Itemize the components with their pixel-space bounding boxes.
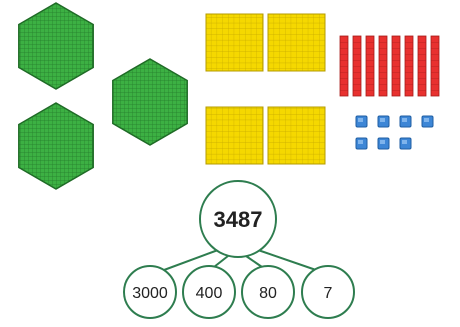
connector-line bbox=[246, 256, 262, 267]
ten-rod bbox=[366, 36, 374, 96]
thousand-blocks bbox=[19, 3, 187, 189]
thousand-block bbox=[19, 3, 93, 89]
part-hundreds: 400 bbox=[196, 285, 223, 302]
hundred-flat bbox=[268, 14, 325, 71]
ten-rod bbox=[353, 36, 361, 96]
one-cubes bbox=[356, 116, 433, 149]
part-whole-model: 3487 3000 400 80 7 bbox=[124, 181, 354, 318]
ten-rod bbox=[392, 36, 400, 96]
thousand-block bbox=[19, 103, 93, 189]
part-ones: 7 bbox=[324, 285, 333, 302]
hundred-flats bbox=[206, 14, 325, 164]
one-cube bbox=[400, 138, 411, 149]
ten-rods bbox=[340, 36, 439, 96]
connector-line bbox=[214, 256, 228, 267]
hundred-flat bbox=[206, 14, 263, 71]
hundred-flat bbox=[268, 107, 325, 164]
ten-rod bbox=[418, 36, 426, 96]
one-cube bbox=[356, 116, 367, 127]
whole-number: 3487 bbox=[214, 207, 263, 232]
thousand-block bbox=[113, 59, 187, 145]
one-cube bbox=[378, 138, 389, 149]
one-cube bbox=[422, 116, 433, 127]
one-cube bbox=[400, 116, 411, 127]
ten-rod bbox=[340, 36, 348, 96]
part-tens: 80 bbox=[259, 285, 277, 302]
ten-rod bbox=[405, 36, 413, 96]
ten-rod bbox=[379, 36, 387, 96]
part-thousands: 3000 bbox=[132, 285, 168, 302]
hundred-flat bbox=[206, 107, 263, 164]
ten-rod bbox=[431, 36, 439, 96]
one-cube bbox=[378, 116, 389, 127]
one-cube bbox=[356, 138, 367, 149]
